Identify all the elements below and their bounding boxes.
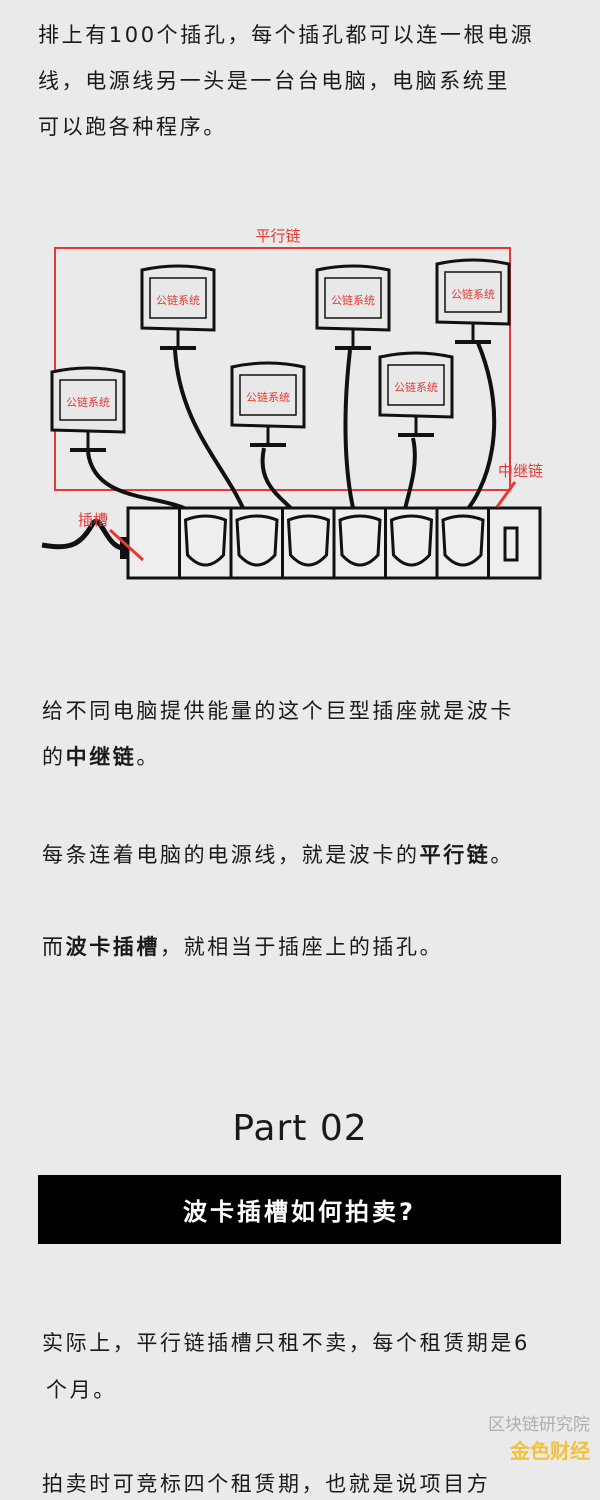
plug: [183, 514, 228, 567]
p3-post: ，就相当于插座上的插孔。: [160, 935, 444, 959]
monitor: 公链系统: [315, 264, 391, 350]
monitor: 公链系统: [50, 366, 126, 452]
monitors: 公链系统 公链系统 公链系统 公链系统 公链系统 公链系统: [50, 258, 511, 452]
monitor: 公链系统: [140, 264, 216, 350]
plug: [235, 514, 279, 567]
monitor: 公链系统: [230, 361, 306, 447]
slot-label: 插槽: [78, 511, 108, 529]
section-heading: 波卡插槽如何拍卖?: [38, 1175, 561, 1244]
monitor-label: 公链系统: [246, 390, 290, 404]
wechat-watermark: 区块链研究院: [488, 1415, 590, 1435]
parachain-bold: 平行链: [419, 843, 491, 867]
p2-post: 。: [490, 843, 515, 867]
switch: [503, 526, 519, 562]
slot-bold: 波卡插槽: [65, 935, 161, 959]
p2-pre: 每条连着电脑的电源线，就是波卡的: [42, 843, 420, 867]
brand-watermark: 金色财经: [510, 1439, 590, 1463]
paragraph-4-line-2: 个月。: [46, 1378, 117, 1402]
p1-pre: 的: [42, 745, 66, 769]
relay-chain-bold: 中继链: [65, 745, 137, 769]
paragraph-3: 而波卡插槽，就相当于插座上的插孔。: [42, 932, 443, 962]
parallel-label: 平行链: [255, 227, 300, 245]
relay-arrow: [495, 481, 517, 508]
intro-line-2: 线，电源线另一头是一台台电脑，电脑系统里: [38, 69, 510, 93]
paragraph-4-line-1: 实际上，平行链插槽只租不卖，每个租赁期是6: [42, 1331, 530, 1355]
p1-post: 。: [136, 745, 161, 769]
slot-arrow: [108, 528, 145, 562]
plug: [441, 514, 485, 567]
monitor-label: 公链系统: [451, 287, 495, 301]
relay-label: 中继链: [498, 462, 543, 480]
plug: [286, 514, 331, 567]
power-strip-diagram: 平行链 公链系统 公链系统 公链系统 公链系统 公链系统 公链系统 插槽 中继链: [41, 227, 543, 580]
plug: [389, 514, 434, 567]
monitor: 公链系统: [435, 258, 511, 344]
strip-cells: [178, 508, 519, 578]
parallel-chain-box: [54, 247, 511, 491]
plug-head: [120, 537, 128, 559]
monitor-label: 公链系统: [66, 395, 110, 409]
monitor: 公链系统: [378, 351, 454, 437]
paragraph-5-line-1: 拍卖时可竞标四个租赁期，也就是说项目方: [42, 1472, 491, 1496]
monitor-label: 公链系统: [394, 380, 438, 394]
intro-line-1: 排上有100个插孔，每个插孔都可以连一根电源: [38, 23, 535, 47]
paragraph-2: 每条连着电脑的电源线，就是波卡的平行链。: [42, 840, 514, 870]
power-cord: [41, 519, 123, 551]
intro-line-3: 可以跑各种程序。: [38, 115, 227, 139]
part-number: Part 02: [232, 1108, 368, 1149]
monitor-label: 公链系统: [331, 293, 375, 307]
monitor-label: 公链系统: [156, 293, 200, 307]
p3-pre: 而: [42, 935, 66, 959]
paragraph-1-line-1: 给不同电脑提供能量的这个巨型插座就是波卡: [42, 699, 514, 723]
paragraph-1-line-2: 的中继链。: [42, 742, 160, 772]
plug: [338, 514, 382, 567]
